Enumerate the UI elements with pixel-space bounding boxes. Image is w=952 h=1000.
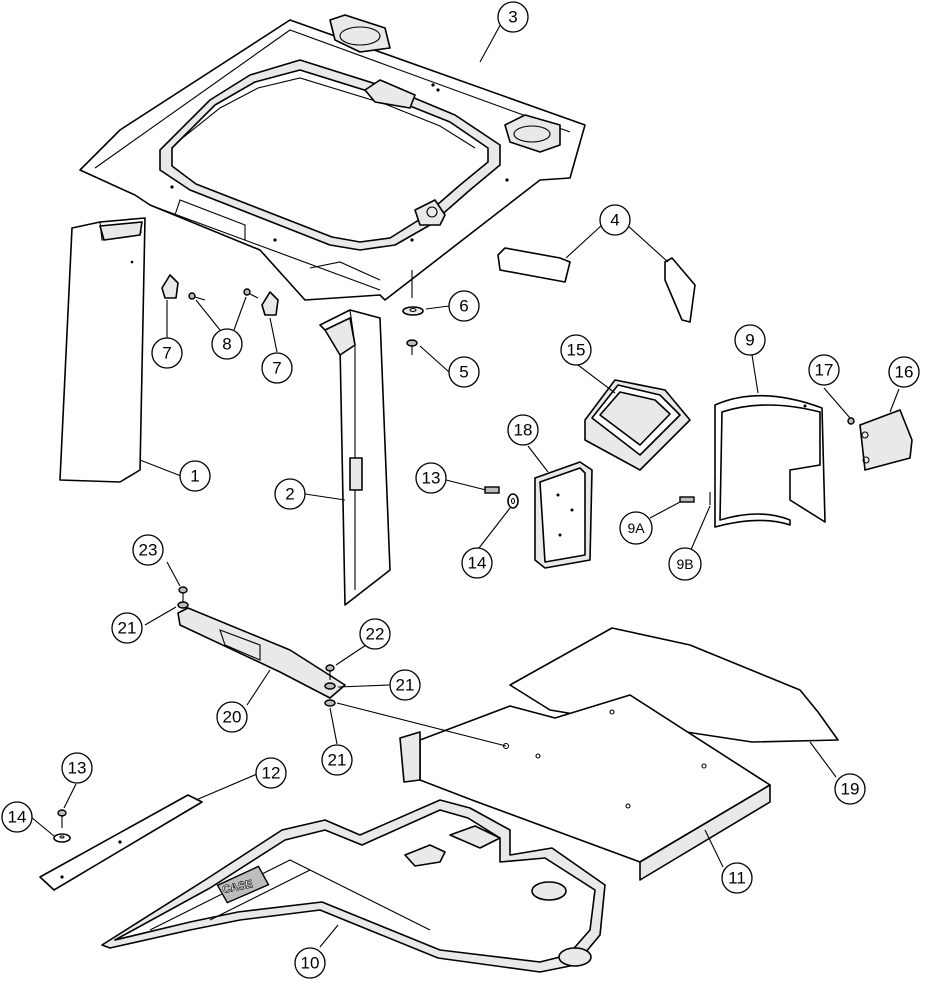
crossbar-bracket bbox=[177, 607, 346, 699]
callout-19: 19 bbox=[834, 773, 866, 805]
callout-1: 1 bbox=[179, 460, 211, 492]
svg-text:1: 1 bbox=[190, 467, 199, 486]
svg-text:8: 8 bbox=[222, 335, 231, 354]
window-seal-flat bbox=[497, 247, 571, 283]
callout-7-left: 7 bbox=[151, 337, 183, 369]
svg-text:13: 13 bbox=[68, 759, 87, 778]
floor-plate bbox=[399, 694, 771, 881]
window-seal-angled bbox=[664, 257, 696, 323]
pillar-clip-right bbox=[261, 291, 279, 316]
washer-14-upper bbox=[507, 493, 519, 509]
callout-23: 23 bbox=[132, 534, 164, 566]
svg-text:21: 21 bbox=[328, 751, 347, 770]
callout-6: 6 bbox=[448, 290, 480, 322]
left-pillar-trim bbox=[59, 217, 146, 483]
svg-text:21: 21 bbox=[396, 676, 415, 695]
bolt-13-lower bbox=[57, 809, 67, 828]
svg-text:7: 7 bbox=[162, 344, 171, 363]
svg-text:11: 11 bbox=[728, 869, 746, 888]
callout-17: 17 bbox=[808, 354, 840, 386]
svg-text:20: 20 bbox=[223, 708, 242, 727]
callout-9a: 9A bbox=[619, 511, 653, 545]
callout-16: 16 bbox=[888, 356, 920, 388]
curved-panel bbox=[714, 394, 826, 528]
svg-text:18: 18 bbox=[514, 421, 533, 440]
svg-text:14: 14 bbox=[468, 554, 487, 573]
svg-text:6: 6 bbox=[459, 297, 468, 316]
trim-strip bbox=[39, 794, 203, 891]
bolt-22 bbox=[325, 664, 335, 680]
callout-14-lower: 14 bbox=[1, 801, 33, 833]
svg-text:9B: 9B bbox=[676, 556, 693, 572]
callout-3: 3 bbox=[497, 1, 529, 33]
svg-text:16: 16 bbox=[895, 363, 914, 382]
washer-14-lower bbox=[53, 833, 71, 843]
bolt-23 bbox=[178, 586, 188, 602]
svg-text:4: 4 bbox=[610, 211, 619, 230]
callout-21-left: 21 bbox=[111, 612, 143, 644]
svg-text:17: 17 bbox=[815, 361, 834, 380]
svg-text:3: 3 bbox=[508, 8, 517, 27]
svg-text:5: 5 bbox=[459, 363, 468, 382]
roof-headliner bbox=[79, 14, 586, 301]
svg-text:14: 14 bbox=[8, 808, 27, 827]
right-pillar-trim bbox=[319, 309, 391, 606]
pillar-clip-left bbox=[161, 274, 179, 299]
svg-text:13: 13 bbox=[422, 469, 441, 488]
callout-13-lower: 13 bbox=[61, 752, 93, 784]
screw-9a bbox=[679, 496, 695, 503]
callout-18: 18 bbox=[507, 414, 539, 446]
svg-text:23: 23 bbox=[139, 541, 158, 560]
svg-text:21: 21 bbox=[118, 619, 137, 638]
callout-9: 9 bbox=[734, 324, 766, 356]
callout-13-upper: 13 bbox=[415, 462, 447, 494]
callout-15: 15 bbox=[560, 334, 592, 366]
svg-text:10: 10 bbox=[301, 954, 320, 973]
screw-5 bbox=[406, 339, 418, 355]
callout-7-right: 7 bbox=[261, 352, 293, 384]
svg-text:19: 19 bbox=[841, 780, 860, 799]
svg-text:7: 7 bbox=[272, 359, 281, 378]
callout-2: 2 bbox=[274, 478, 306, 510]
washer-21-right-lower bbox=[324, 699, 336, 707]
svg-text:2: 2 bbox=[285, 485, 294, 504]
callout-5: 5 bbox=[448, 356, 480, 388]
washer-21-right-upper bbox=[324, 682, 336, 690]
callout-8: 8 bbox=[211, 328, 243, 360]
callout-12: 12 bbox=[255, 757, 287, 789]
callout-9b: 9B bbox=[668, 547, 702, 581]
svg-text:9: 9 bbox=[745, 331, 754, 350]
screw-8a bbox=[188, 292, 206, 301]
molded-floor-mat: CASE bbox=[101, 799, 606, 973]
callout-10: 10 bbox=[294, 947, 326, 979]
callout-22: 22 bbox=[359, 618, 391, 650]
callout-14-upper: 14 bbox=[461, 547, 493, 579]
bolt-13-upper bbox=[484, 486, 500, 494]
leader-lines bbox=[30, 19, 900, 948]
side-pad bbox=[534, 461, 593, 569]
callout-20: 20 bbox=[216, 701, 248, 733]
svg-text:15: 15 bbox=[567, 341, 586, 360]
screw-8b bbox=[243, 288, 259, 299]
bracket-16 bbox=[859, 409, 913, 471]
callout-4: 4 bbox=[599, 204, 631, 236]
storage-box bbox=[584, 379, 691, 471]
svg-text:12: 12 bbox=[262, 764, 281, 783]
callout-21-right: 21 bbox=[389, 669, 421, 701]
svg-text:22: 22 bbox=[366, 625, 385, 644]
screw-17 bbox=[847, 417, 855, 425]
callout-21-bottom: 21 bbox=[321, 744, 353, 776]
washer-6 bbox=[402, 306, 424, 316]
washer-21-left bbox=[177, 601, 189, 609]
callout-11: 11 bbox=[721, 862, 753, 894]
svg-text:9A: 9A bbox=[627, 520, 645, 536]
